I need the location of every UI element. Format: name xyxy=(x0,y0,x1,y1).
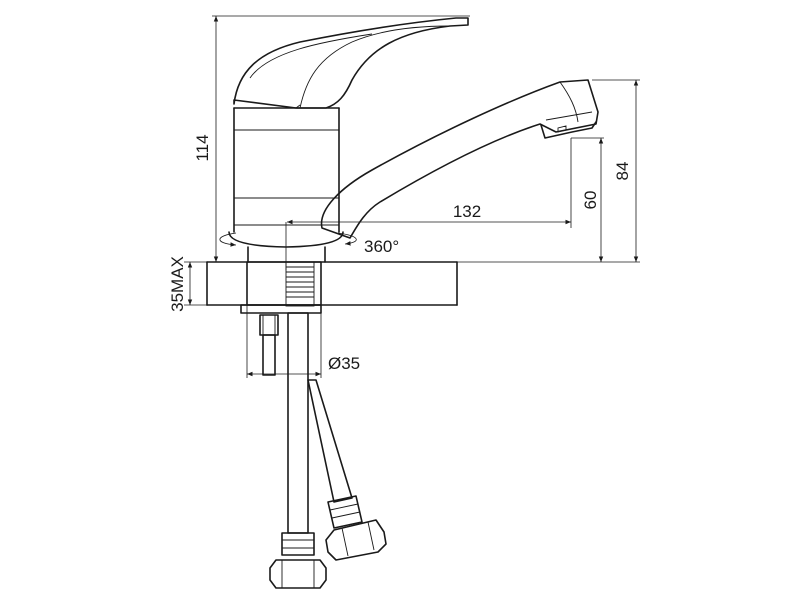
dim-label-spout-reach: 132 xyxy=(453,202,481,221)
lever-handle xyxy=(233,17,469,109)
countertop-section xyxy=(206,261,458,306)
dim-label-counter-thickness: 35MAX xyxy=(168,256,187,312)
dim-label-height-total: 114 xyxy=(193,134,212,161)
dim-label-rotation: 360° xyxy=(364,237,399,256)
dimension-labels: 114 35MAX 132 60 84 360° Ø35 xyxy=(168,134,632,373)
dim-label-outlet-height: 60 xyxy=(581,191,600,210)
rotation-indicator xyxy=(219,222,357,270)
dim-label-hole-diameter: Ø35 xyxy=(328,354,360,373)
mounting-assembly xyxy=(240,261,322,378)
spout xyxy=(320,79,599,239)
flex-hoses xyxy=(269,312,387,589)
dimension-lines xyxy=(184,15,640,377)
faucet-body xyxy=(228,107,344,263)
dim-label-spout-top-height: 84 xyxy=(613,162,632,181)
